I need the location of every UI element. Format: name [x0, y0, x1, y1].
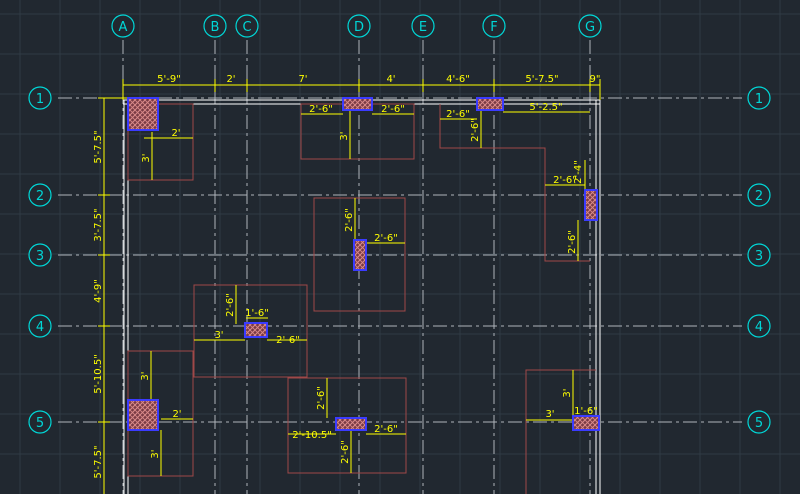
circle-icon: [747, 314, 771, 338]
hatched-column-icon: [244, 322, 268, 338]
dim-d1-right: 2'-6": [381, 104, 405, 115]
circle-icon: [482, 14, 506, 38]
dim-left-3-4: 4'-9": [93, 279, 104, 303]
dim-d5-left: 2'-10.5": [292, 430, 332, 441]
circle-icon: [747, 183, 771, 207]
grid-bubble-labels: A B C D E F G 1 2 3 4 5 1 2 3 4 5: [36, 20, 763, 431]
dim-d3-height: 2'-6": [344, 208, 355, 232]
dim-top-d-e: 4': [386, 74, 395, 85]
dim-f1-left: 2'-6": [446, 109, 470, 120]
grid-label-a: A: [119, 20, 128, 35]
dim-f1-right: 5'-2.5": [529, 102, 562, 113]
footing-c4: [193, 284, 308, 378]
dim-g5-col: 1'-6": [574, 406, 598, 417]
dim-left-4-5: 5'-10.5": [93, 354, 104, 394]
dim-c4-left: 3': [214, 330, 223, 341]
grid-label-5-left: 5: [36, 416, 44, 431]
dim-a5-bottom: 3': [150, 449, 161, 458]
grid-label-g: G: [585, 20, 595, 35]
dim-top-a-b: 5'-9": [157, 74, 181, 85]
dim-a1-width: 2': [171, 128, 180, 139]
circle-icon: [411, 14, 435, 38]
circle-icon: [28, 243, 52, 267]
dim-d5-bottom: 2'-6": [340, 440, 351, 464]
dimension-lines: [98, 79, 601, 494]
circle-icon: [747, 410, 771, 434]
dim-left-2-3: 3'-7.5": [93, 208, 104, 241]
circle-icon: [28, 314, 52, 338]
dim-a5-top: 3': [140, 371, 151, 380]
hatched-column-icon: [342, 97, 373, 111]
circle-icon: [578, 14, 602, 38]
dim-d3-width: 2'-6": [374, 233, 398, 244]
grid-label-f: F: [490, 20, 497, 35]
circle-icon: [347, 14, 371, 38]
circle-icon: [203, 14, 227, 38]
dim-g5-height: 3': [562, 388, 573, 397]
hatched-column-icon: [584, 189, 598, 221]
hatched-column-icon: [476, 97, 504, 111]
footing-outlines: [127, 103, 596, 494]
dim-top-c-d: 7': [298, 74, 307, 85]
grid-label-1-left: 1: [36, 92, 44, 107]
dim-left-1-2: 5'-7.5": [93, 130, 104, 163]
dim-left-5-end: 5'-7.5": [93, 445, 104, 478]
grid-label-d: D: [354, 20, 364, 35]
dim-d1-left: 2'-6": [309, 104, 333, 115]
dim-g2-bottom: 2'-6": [567, 230, 578, 254]
circle-icon: [747, 86, 771, 110]
footing-f1: [439, 104, 590, 262]
grid-label-c: C: [242, 20, 251, 35]
dimension-labels: 5'-9" 2' 7' 4' 4'-6" 5'-7.5" 9" 5'-7.5" …: [93, 74, 600, 479]
footing-d3: [313, 197, 406, 312]
grid-label-4-right: 4: [755, 320, 763, 335]
circle-icon: [235, 14, 259, 38]
dim-d5-height: 2'-6": [316, 386, 327, 410]
hatched-column-icon: [335, 417, 367, 431]
grid-label-3-left: 3: [36, 249, 44, 264]
footing-g5: [525, 369, 596, 494]
dim-top-b-c: 2': [226, 74, 235, 85]
grid-label-b: B: [211, 20, 220, 35]
circle-icon: [111, 14, 135, 38]
grid-label-2-left: 2: [36, 189, 44, 204]
dim-g2-top: 2'-4": [573, 160, 584, 184]
hatched-column-icon: [127, 97, 159, 131]
dim-d1-height: 3': [339, 131, 350, 140]
dim-a1-height: 3': [141, 153, 152, 162]
dim-a5-width: 2': [172, 409, 181, 420]
grid-label-2-right: 2: [755, 189, 763, 204]
grid-label-5-right: 5: [755, 416, 763, 431]
footing-d5: [287, 377, 407, 474]
hatched-column-icon: [572, 415, 600, 431]
dim-g5-width: 3': [545, 409, 554, 420]
dim-top-g-end: 9": [590, 74, 601, 85]
circle-icon: [747, 243, 771, 267]
footing-a1: [127, 103, 194, 181]
dim-c4-right: 2'-6": [276, 335, 300, 346]
circle-icon: [28, 183, 52, 207]
dim-f1-height: 2'-6": [470, 118, 481, 142]
columns: [127, 97, 600, 431]
dim-c4-height: 2'-6": [225, 293, 236, 317]
dim-c4-col: 1'-6": [245, 308, 269, 319]
circle-icon: [28, 410, 52, 434]
grid-label-4-left: 4: [36, 320, 44, 335]
grid-label-e: E: [419, 20, 427, 35]
dim-d5-right: 2'-6": [374, 424, 398, 435]
grid-bubbles: [28, 14, 771, 434]
hatched-column-icon: [127, 399, 159, 431]
dim-top-e-f: 4'-6": [446, 74, 470, 85]
hatched-column-icon: [353, 239, 367, 271]
circle-icon: [28, 86, 52, 110]
dim-top-f-g: 5'-7.5": [525, 74, 558, 85]
dim-g2-width: 2'-6": [553, 175, 577, 186]
grid-label-3-right: 3: [755, 249, 763, 264]
grid-label-1-right: 1: [755, 92, 763, 107]
